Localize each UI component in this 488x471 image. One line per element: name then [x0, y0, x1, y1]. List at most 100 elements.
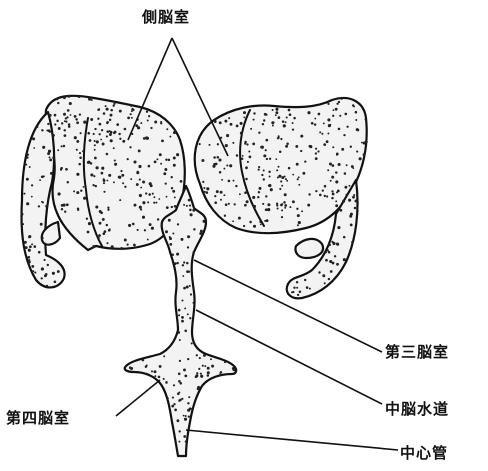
stipple-dot	[332, 262, 335, 265]
stipple-dot	[104, 230, 107, 233]
stipple-dot	[183, 261, 185, 263]
stipple-dot	[99, 210, 102, 213]
stipple-dot	[142, 216, 145, 219]
stipple-dot	[292, 122, 294, 124]
stipple-dot	[54, 123, 56, 125]
stipple-dot	[181, 316, 184, 319]
stipple-dot	[110, 109, 113, 112]
stipple-dot	[275, 158, 277, 160]
stipple-dot	[153, 202, 155, 204]
stipple-dot	[174, 196, 176, 198]
stipple-dot	[178, 441, 180, 443]
stipple-dot	[332, 115, 334, 117]
stipple-dot	[73, 190, 75, 192]
stipple-dot	[61, 122, 63, 124]
stipple-dot	[113, 181, 115, 183]
stipple-dot	[343, 236, 346, 239]
stipple-dot	[236, 125, 239, 128]
stipple-dot	[357, 129, 360, 132]
stipple-dot	[169, 237, 172, 240]
stipple-dot	[285, 121, 287, 123]
stipple-dot	[297, 178, 299, 180]
stipple-dot	[202, 181, 204, 183]
stipple-dot	[119, 138, 121, 140]
stipple-dot	[280, 204, 283, 207]
stipple-dot	[207, 371, 210, 374]
stipple-dot	[113, 132, 116, 135]
stipple-dot	[50, 172, 53, 175]
stipple-dot	[26, 202, 29, 205]
stipple-dot	[63, 96, 66, 99]
stipple-dot	[45, 205, 48, 208]
stipple-dot	[345, 194, 347, 196]
stipple-dot	[179, 339, 181, 341]
stipple-dot	[192, 302, 194, 304]
stipple-dot	[120, 247, 123, 250]
lateral-ventricle-label: 側脳室	[142, 10, 190, 25]
stipple-dot	[243, 111, 246, 114]
stipple-dot	[199, 143, 201, 145]
stipple-dot	[26, 156, 29, 159]
stipple-dot	[263, 178, 265, 180]
stipple-dot	[189, 317, 191, 319]
stipple-dot	[160, 225, 162, 227]
stipple-dot	[174, 205, 177, 208]
stipple-dot	[102, 218, 105, 221]
stipple-dot	[92, 184, 94, 186]
stipple-dot	[211, 365, 214, 368]
stipple-dot	[78, 163, 81, 166]
stipple-dot	[28, 236, 30, 238]
stipple-dot	[263, 119, 265, 121]
stipple-dot	[66, 116, 68, 118]
stipple-dot	[267, 203, 270, 206]
stipple-dot	[261, 146, 264, 149]
stipple-dot	[118, 176, 121, 179]
stipple-dot	[49, 114, 52, 117]
stipple-dot	[322, 274, 325, 277]
stipple-dot	[148, 165, 151, 168]
stipple-dot	[28, 249, 31, 252]
stipple-dot	[131, 117, 133, 119]
stipple-dot	[331, 197, 333, 199]
stipple-dot	[203, 220, 206, 223]
stipple-dot	[258, 169, 260, 171]
stipple-dot	[130, 178, 132, 180]
stipple-dot	[246, 200, 249, 203]
stipple-dot	[265, 139, 268, 142]
stipple-dot	[176, 153, 179, 156]
stipple-dot	[169, 243, 172, 246]
stipple-dot	[142, 181, 145, 184]
stipple-dot	[163, 378, 165, 380]
stipple-dot	[206, 191, 209, 194]
stipple-dot	[336, 242, 339, 245]
stipple-dot	[179, 360, 181, 362]
stipple-dot	[317, 150, 319, 152]
stipple-dot	[224, 215, 226, 217]
stipple-dot	[166, 206, 169, 209]
stipple-dot	[186, 205, 188, 207]
stipple-dot	[210, 358, 212, 360]
stipple-dot	[336, 103, 338, 105]
stipple-dot	[259, 187, 262, 190]
stipple-dot	[145, 136, 148, 139]
stipple-dot	[338, 101, 340, 103]
stipple-dot	[172, 397, 174, 399]
stipple-dot	[52, 272, 55, 275]
stipple-dot	[240, 132, 243, 135]
stipple-dot	[258, 132, 260, 134]
stipple-dot	[183, 368, 186, 371]
stipple-dot	[97, 108, 100, 111]
stipple-dot	[120, 170, 122, 172]
stipple-dot	[41, 267, 44, 270]
stipple-dot	[321, 133, 323, 135]
stipple-dot	[75, 118, 78, 121]
stipple-dot	[97, 118, 99, 120]
stipple-dot	[61, 204, 64, 207]
stipple-dot	[226, 134, 229, 137]
stipple-dot	[188, 271, 190, 273]
stipple-dot	[132, 223, 135, 226]
stipple-dot	[77, 95, 80, 98]
stipple-dot	[281, 176, 284, 179]
stipple-dot	[276, 169, 278, 171]
stipple-dot	[319, 131, 321, 133]
